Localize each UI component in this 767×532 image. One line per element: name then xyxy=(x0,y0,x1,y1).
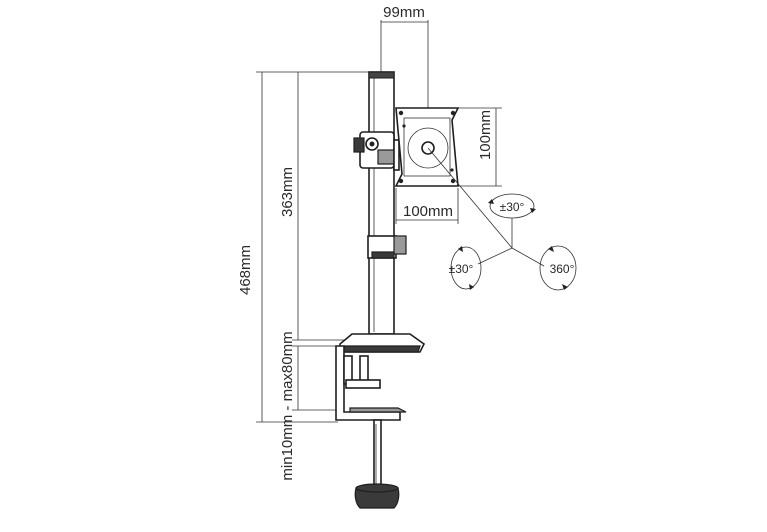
dim-clamp-range-label: min10mm - max80mm xyxy=(279,331,296,480)
dim-vesa-width: 100mm xyxy=(395,188,459,224)
tilt-label: ±30° xyxy=(500,200,525,214)
dim-arm-offset-label: 99mm xyxy=(383,4,425,21)
rotate-indicator: 360° xyxy=(539,245,577,291)
dim-total-height: 468mm xyxy=(237,71,380,423)
pole xyxy=(368,71,395,335)
vesa-plate xyxy=(394,107,460,187)
dim-pole-height-label: 363mm xyxy=(279,167,296,217)
rotate-label: 360° xyxy=(550,262,575,276)
clamp-screw xyxy=(354,419,400,509)
dim-arm-offset: 99mm xyxy=(380,4,429,108)
c-clamp xyxy=(335,345,407,421)
height-collar xyxy=(367,235,407,259)
dim-vesa-height: 100mm xyxy=(458,107,502,187)
dim-vesa-height-label: 100mm xyxy=(477,110,494,160)
tilt-indicator: ±30° xyxy=(488,193,536,219)
dim-clamp-range: min10mm - max80mm xyxy=(279,331,336,481)
swivel-indicator: ±30° xyxy=(449,246,482,290)
dim-pole-height: 363mm xyxy=(279,72,344,341)
rotation-axes xyxy=(427,147,545,267)
arm-connector xyxy=(353,131,400,171)
dim-vesa-width-label: 100mm xyxy=(403,203,453,220)
swivel-label: ±30° xyxy=(449,262,474,276)
desk-base xyxy=(339,333,426,353)
dim-total-height-label: 468mm xyxy=(237,245,254,295)
